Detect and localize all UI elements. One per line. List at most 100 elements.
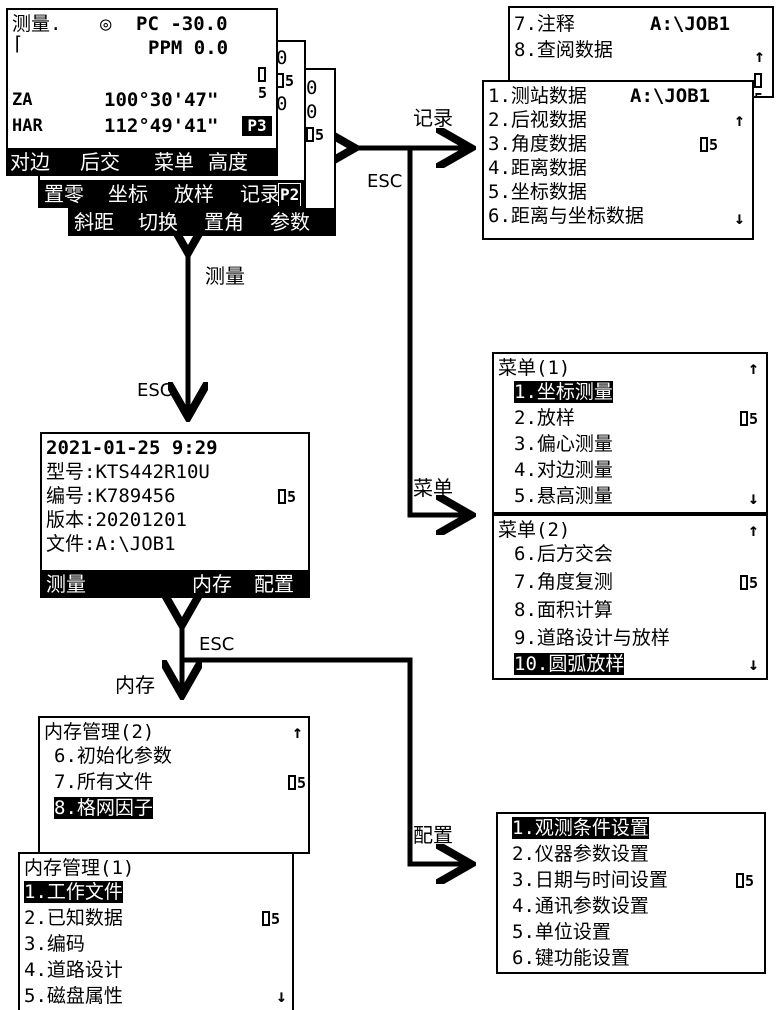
cursor-mark: ⌈	[12, 33, 24, 55]
prism-icon: ◎	[100, 13, 112, 35]
memory-item-road-design[interactable]: 4.道路设计	[24, 959, 123, 981]
menu-item-area[interactable]: 8.面积计算	[514, 599, 613, 621]
softkey-measure[interactable]: 测量	[46, 572, 86, 596]
menu-item-arc-stakeout[interactable]: 10.圆弧放样	[514, 653, 625, 675]
menu-item-offset-line[interactable]: 4.对边测量	[514, 459, 613, 481]
record-item-angle[interactable]: 3.角度数据	[488, 133, 587, 155]
memory-item-code[interactable]: 3.编码	[24, 933, 85, 955]
har-value: 112°49'41"	[104, 115, 219, 137]
record-path: A:\JOB1	[650, 13, 731, 35]
menu-item-remote-height[interactable]: 5.悬高测量	[514, 485, 613, 507]
date-time: 2021-01-25 9:29	[46, 437, 218, 459]
battery-icon: 5	[740, 574, 758, 592]
softkey-offset-line[interactable]: 对边	[10, 150, 50, 174]
softkey-stakeout[interactable]: 放样	[174, 182, 214, 206]
softkey-menu[interactable]: 菜单	[154, 150, 194, 174]
record-item-selected[interactable]: 8.查阅数据	[514, 38, 768, 62]
record-screen-front: 1.测站数据 A:\JOB1 2.后视数据 ↑ 3.角度数据 5 4.距离数据 …	[482, 80, 754, 240]
menu-item-coord-measure[interactable]: 1.坐标测量	[514, 381, 613, 403]
softkey-set-angle[interactable]: 置角	[204, 210, 244, 234]
menu-item-road-design[interactable]: 9.道路设计与放样	[514, 627, 670, 649]
battery-icon: 5	[278, 488, 296, 506]
softkey-coordinates[interactable]: 坐标	[108, 182, 148, 206]
memory-title: 内存管理(1)	[24, 857, 135, 879]
measure-mode: 测量.	[12, 13, 62, 35]
battery-icon: 5	[700, 136, 718, 154]
battery-icon: 5	[754, 72, 772, 96]
up-arrow-icon: ↑	[734, 110, 745, 131]
battery-icon: 5	[740, 410, 758, 428]
page-indicator-p3: P3	[242, 116, 272, 136]
config-item-instrument[interactable]: 2.仪器参数设置	[512, 843, 649, 865]
softkey-resection[interactable]: 后交	[80, 150, 120, 174]
down-arrow-icon: ↓	[748, 488, 759, 509]
record-item-view-data[interactable]: 8.查阅数据	[514, 39, 613, 61]
menu-screen-2: 菜单(2) ↑ 6.后方交会 7.角度复测 5 8.面积计算 9.道路设计与放样…	[492, 514, 768, 680]
record-item-dist-coord[interactable]: 6.距离与坐标数据	[488, 205, 644, 227]
menu-item-angle-repeat[interactable]: 7.角度复测	[514, 571, 613, 593]
label-esc-mid: ESC	[137, 380, 173, 401]
za-value: 100°30'47"	[104, 89, 219, 111]
model-number: 型号:KTS442R10U	[46, 461, 210, 483]
softkey-parameters[interactable]: 参数	[270, 210, 310, 234]
battery-icon: 5	[276, 72, 294, 90]
back-digit: 0	[306, 77, 318, 99]
record-item-coordinate[interactable]: 5.坐标数据	[488, 181, 587, 203]
measure-screen-p3: 测量. ⌈ ◎ PC -30.0 PPM 0.0 5 ZA 100°30'47"…	[6, 8, 278, 176]
trunk-line	[407, 148, 466, 515]
label-esc-top: ESC	[367, 171, 403, 192]
memory-title: 内存管理(2)	[44, 721, 155, 743]
config-item-datetime[interactable]: 3.日期与时间设置	[512, 869, 668, 891]
softkey-record[interactable]: 记录	[240, 182, 280, 206]
battery-icon: 5	[262, 910, 280, 928]
memory-screen-1: 内存管理(1) 1.工作文件 2.已知数据 5 3.编码 4.道路设计 5.磁盘…	[18, 852, 294, 1010]
config-item-comm[interactable]: 4.通讯参数设置	[512, 895, 649, 917]
down-arrow-icon: ↓	[748, 654, 759, 675]
memory-item-job-file[interactable]: 1.工作文件	[24, 881, 123, 903]
memory-item-known-data[interactable]: 2.已知数据	[24, 907, 123, 929]
ppm-value: PPM 0.0	[148, 37, 229, 59]
current-file: 文件:A:\JOB1	[46, 533, 176, 555]
config-screen: 1.观测条件设置 2.仪器参数设置 3.日期与时间设置 5 4.通讯参数设置 5…	[496, 812, 766, 974]
battery-icon: 5	[736, 872, 754, 890]
record-item-station[interactable]: 1.测站数据	[488, 85, 587, 107]
label-esc-low: ESC	[199, 634, 235, 655]
label-menu: 菜单	[413, 476, 453, 500]
softkey-zero[interactable]: 置零	[44, 182, 84, 206]
config-line	[182, 657, 466, 864]
config-item-keys[interactable]: 6.键功能设置	[512, 947, 630, 969]
softkey-memory[interactable]: 内存	[192, 572, 232, 596]
back-digit: 0	[276, 93, 288, 115]
softkey-switch[interactable]: 切换	[138, 210, 178, 234]
pc-value: PC -30.0	[136, 13, 228, 35]
back-digit: 0	[276, 47, 288, 69]
softkey-config[interactable]: 配置	[254, 572, 294, 596]
menu-item-resection[interactable]: 6.后方交会	[514, 543, 613, 565]
softkey-bar-p1: 斜距 切换 置角 参数	[70, 208, 334, 234]
down-arrow-icon: ↓	[276, 986, 287, 1007]
menu-item-stakeout[interactable]: 2.放样	[514, 407, 575, 429]
memory-item-init-params[interactable]: 6.初始化参数	[54, 745, 172, 767]
menu-item-eccentric[interactable]: 3.偏心测量	[514, 433, 613, 455]
down-arrow-icon: ↓	[734, 208, 745, 229]
memory-item-disk-attr[interactable]: 5.磁盘属性	[24, 985, 123, 1007]
memory-item-grid-factor[interactable]: 8.格网因子	[54, 797, 153, 819]
config-item-units[interactable]: 5.单位设置	[512, 921, 611, 943]
har-label: HAR	[12, 116, 43, 136]
memory-item-all-files[interactable]: 7.所有文件	[54, 771, 153, 793]
record-item-distance[interactable]: 4.距离数据	[488, 157, 587, 179]
up-arrow-icon: ↑	[754, 46, 765, 67]
status-softkey-bar: 测量 内存 配置	[42, 570, 308, 596]
record-item-backsight[interactable]: 2.后视数据	[488, 109, 587, 131]
menu-title: 菜单(2)	[498, 519, 571, 541]
record-path: A:\JOB1	[630, 85, 711, 107]
za-label: ZA	[12, 90, 33, 110]
battery-icon: 5	[306, 126, 324, 144]
softkey-slope-distance[interactable]: 斜距	[74, 210, 114, 234]
label-config: 配置	[413, 823, 453, 847]
status-screen: 2021-01-25 9:29 型号:KTS442R10U 编号:K789456…	[40, 432, 310, 598]
record-item[interactable]: 7.注释	[514, 13, 575, 35]
config-item-observation[interactable]: 1.观测条件设置	[512, 817, 649, 839]
softkey-height[interactable]: 高度	[208, 150, 248, 174]
